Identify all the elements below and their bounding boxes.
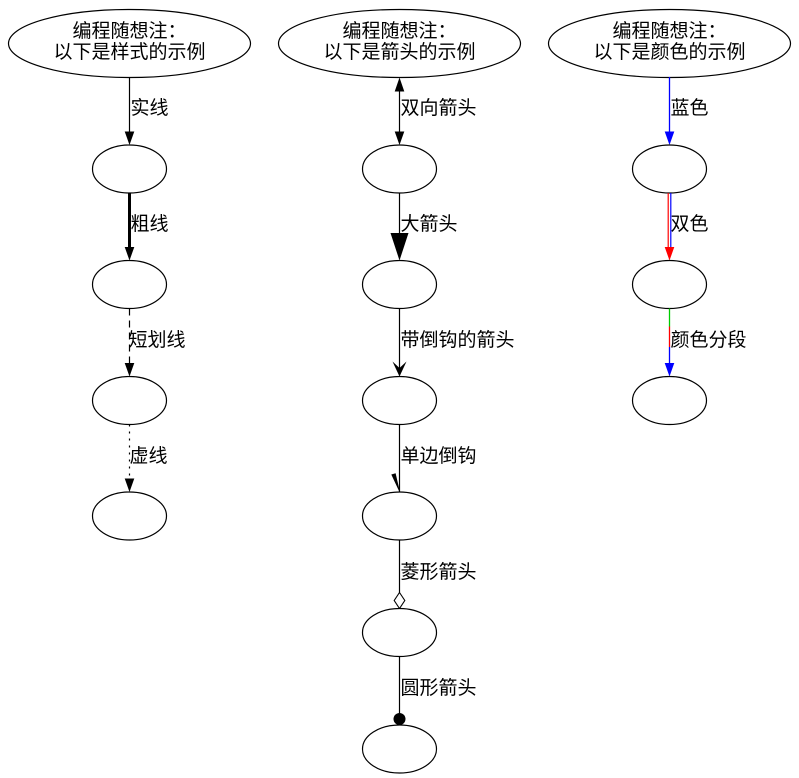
node-ellipse <box>361 259 438 310</box>
arrowhead-normal-icon <box>124 247 135 261</box>
node-ellipse <box>91 259 168 310</box>
node-ellipse <box>361 375 438 426</box>
arrowhead-up-icon <box>394 77 405 92</box>
edge-label-dotted: 虚线 <box>130 445 168 467</box>
header-text-line2: 以下是样式的示例 <box>53 41 205 63</box>
node-ellipse <box>631 259 708 310</box>
arrowhead-normal-icon <box>124 363 135 377</box>
header-text-line2: 以下是颜色的示例 <box>593 41 745 63</box>
edge-label-bold: 粗线 <box>131 213 169 235</box>
column-line-styles: 编程随想注： 以下是样式的示例 实线 粗线 短划线 虚线 <box>7 8 252 541</box>
edge-label-large-arrow: 大箭头 <box>401 213 458 235</box>
edge-label-color-segments: 颜色分段 <box>671 329 747 351</box>
header-text-line1: 编程随想注： <box>72 20 186 42</box>
node-ellipse <box>631 375 708 426</box>
arrowhead-half-hook-icon <box>391 473 400 493</box>
node-ellipse <box>91 144 168 194</box>
arrowhead-vee-icon <box>392 361 407 377</box>
node-ellipse <box>361 607 438 658</box>
edge-label-dot: 圆形箭头 <box>401 677 477 699</box>
arrowhead-diamond-icon <box>393 591 406 610</box>
node-ellipse <box>91 375 168 426</box>
column-arrow-styles: 编程随想注： 以下是箭头的示例 双向箭头 大箭头 带倒钩的箭头 单边倒钩 菱形箭… <box>277 8 522 774</box>
arrowhead-large-icon <box>390 233 409 261</box>
edge-label-vee: 带倒钩的箭头 <box>401 329 515 351</box>
node-ellipse <box>631 144 708 194</box>
header-text-line2: 以下是箭头的示例 <box>323 41 475 63</box>
node-ellipse <box>361 491 438 541</box>
header-text-line1: 编程随想注： <box>612 20 726 42</box>
arrowhead-blue-icon <box>664 131 675 145</box>
node-ellipse <box>91 491 168 541</box>
edge-label-dashed: 短划线 <box>129 329 186 351</box>
arrowhead-normal-icon <box>124 478 135 492</box>
column-color-styles: 编程随想注： 以下是颜色的示例 蓝色 双色 颜色分段 <box>547 8 792 426</box>
arrowhead-blue-icon <box>664 363 675 377</box>
node-ellipse <box>361 724 438 774</box>
edge-label-bidirectional: 双向箭头 <box>401 97 477 119</box>
edge-label-solid: 实线 <box>131 97 169 119</box>
arrowhead-normal-icon <box>124 131 135 145</box>
arrowhead-red-icon <box>664 247 675 261</box>
edge-label-half-hook: 单边倒钩 <box>401 445 477 467</box>
edge-label-dual-color: 双色 <box>671 213 709 235</box>
edge-label-blue: 蓝色 <box>671 97 709 119</box>
arrowhead-down-icon <box>394 131 405 145</box>
edge-label-diamond: 菱形箭头 <box>401 561 477 583</box>
node-ellipse <box>361 144 438 194</box>
arrowhead-dot-icon <box>393 713 406 725</box>
header-text-line1: 编程随想注： <box>342 20 456 42</box>
